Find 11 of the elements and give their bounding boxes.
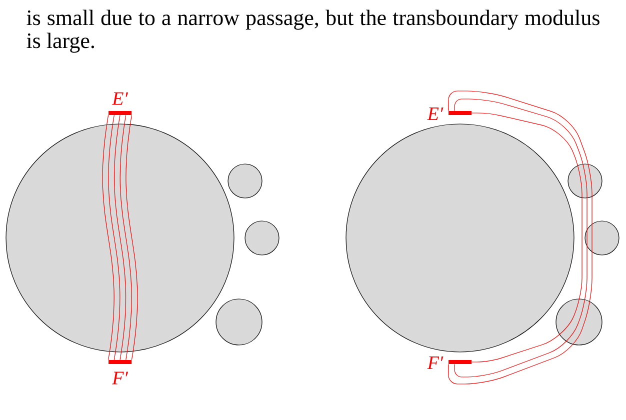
path-line: [120, 114, 132, 360]
segment-label: E′: [112, 92, 128, 105]
path-line: [108, 114, 120, 360]
segment-label: F′: [427, 356, 444, 369]
path-line: [471, 112, 582, 362]
path-line: [126, 114, 138, 360]
path-line: [102, 114, 114, 360]
path-line: [114, 114, 126, 360]
body-text: is small due to a narrow passage, but the transboundary modulus is large.: [26, 10, 600, 53]
segment-label: F′: [112, 372, 128, 384]
segment-label: E′: [427, 108, 444, 120]
